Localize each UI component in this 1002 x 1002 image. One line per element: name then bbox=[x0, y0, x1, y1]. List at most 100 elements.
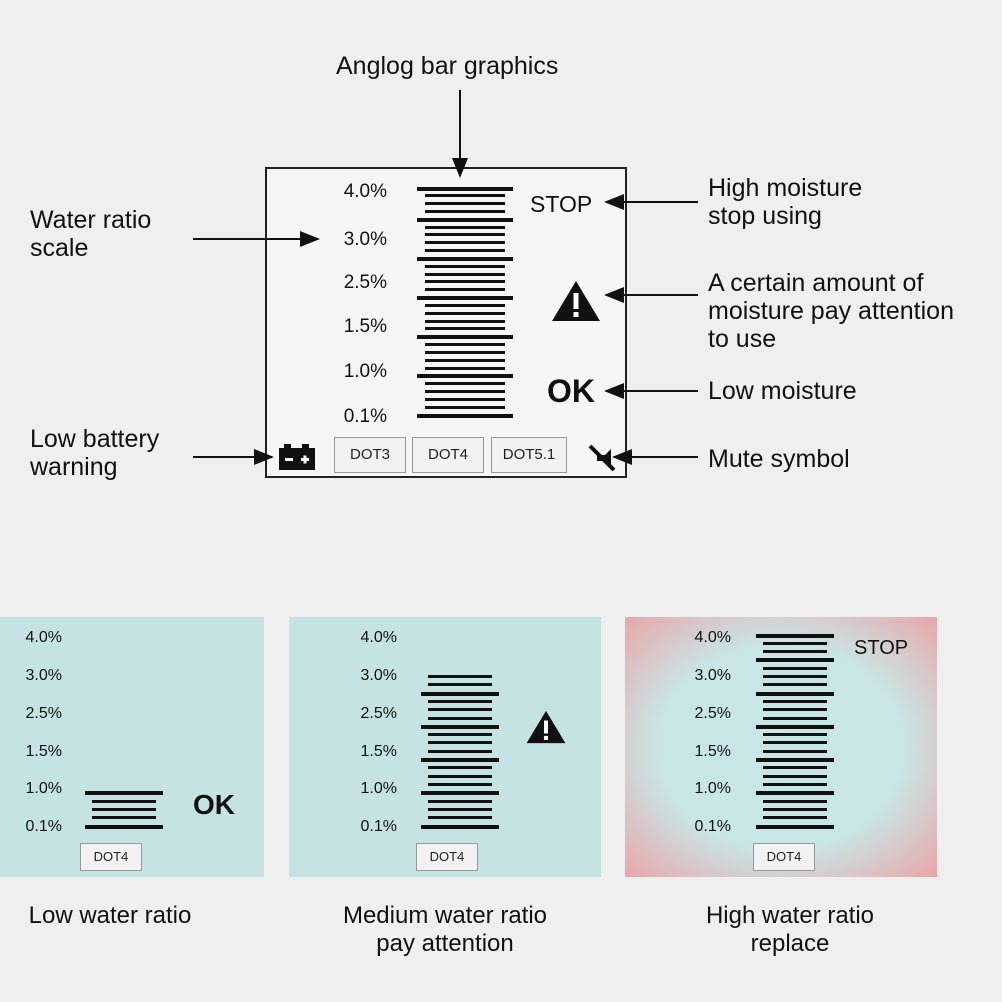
caption-low: Low water ratio bbox=[28, 902, 192, 929]
dot4-button[interactable]: DOT4 bbox=[416, 843, 478, 871]
level-bar bbox=[428, 799, 492, 803]
stop-text: STOP bbox=[530, 191, 593, 217]
dot3-button[interactable]: DOT3 bbox=[334, 437, 406, 473]
scale-tick: 2.5% bbox=[360, 705, 397, 722]
scale-tick: 3.0% bbox=[360, 667, 397, 684]
level-bar bbox=[425, 343, 505, 347]
mute-icon bbox=[588, 444, 616, 472]
level-bar bbox=[763, 666, 827, 670]
level-bar bbox=[417, 217, 513, 222]
scale-tick: 1.0% bbox=[25, 780, 62, 797]
level-bar bbox=[763, 650, 827, 654]
scale-tick: 1.5% bbox=[25, 743, 62, 760]
level-bar bbox=[417, 374, 513, 379]
scale-tick: 2.5% bbox=[694, 705, 731, 722]
scale-tick: 0.1% bbox=[360, 818, 397, 835]
level-bar bbox=[763, 733, 827, 737]
ok-text: OK bbox=[193, 789, 235, 820]
dot4-button[interactable]: DOT4 bbox=[412, 437, 484, 473]
level-bar bbox=[428, 774, 492, 778]
scale-tick: 4.0% bbox=[343, 181, 387, 202]
level-bar bbox=[92, 816, 156, 820]
label-attention: A certain amount of moisture pay attenti… bbox=[708, 269, 954, 353]
level-bar bbox=[763, 683, 827, 687]
level-bar bbox=[763, 741, 827, 745]
level-bar bbox=[756, 633, 834, 638]
level-bar bbox=[421, 724, 499, 729]
scale-tick: 0.1% bbox=[343, 406, 387, 427]
level-bar bbox=[425, 194, 505, 198]
level-bar bbox=[425, 350, 505, 354]
level-bar bbox=[425, 233, 505, 237]
warning-triangle-icon bbox=[552, 281, 600, 321]
dot5-1-button[interactable]: DOT5.1 bbox=[491, 437, 567, 473]
battery-icon bbox=[279, 444, 315, 470]
level-bar bbox=[763, 782, 827, 786]
level-bar bbox=[763, 699, 827, 703]
scale-tick: 1.5% bbox=[343, 316, 387, 337]
level-bar bbox=[425, 288, 505, 292]
label-high-moisture: High moisture stop using bbox=[708, 174, 863, 230]
level-bar bbox=[763, 641, 827, 645]
level-bar bbox=[425, 202, 505, 206]
stop-text: STOP bbox=[854, 637, 909, 659]
level-bar bbox=[756, 824, 834, 829]
label-low-battery: Low battery warning bbox=[30, 425, 160, 481]
level-bar bbox=[92, 807, 156, 811]
level-bar bbox=[756, 791, 834, 796]
label-mute: Mute symbol bbox=[708, 445, 850, 473]
level-bar bbox=[425, 366, 505, 370]
level-bar bbox=[428, 741, 492, 745]
panel-high: STOP DOT4 4.0%3.0%2.5%1.5%1.0%0.1% bbox=[625, 617, 937, 877]
level-bar bbox=[417, 256, 513, 261]
level-bar bbox=[425, 272, 505, 276]
level-bar bbox=[425, 358, 505, 362]
level-bar bbox=[425, 397, 505, 401]
level-bar bbox=[428, 699, 492, 703]
level-bar bbox=[425, 405, 505, 409]
level-bar bbox=[425, 249, 505, 253]
dot4-button[interactable]: DOT4 bbox=[753, 843, 815, 871]
scale-tick: 3.0% bbox=[694, 667, 731, 684]
level-bar bbox=[763, 766, 827, 770]
level-bar bbox=[417, 186, 513, 191]
scale-tick: 3.0% bbox=[25, 667, 62, 684]
level-bar bbox=[425, 225, 505, 229]
scale-tick: 2.5% bbox=[25, 705, 62, 722]
level-bar bbox=[763, 675, 827, 679]
scale-tick: 0.1% bbox=[25, 818, 62, 835]
level-bar bbox=[425, 241, 505, 245]
scale-tick: 4.0% bbox=[25, 629, 62, 646]
level-bar bbox=[763, 799, 827, 803]
level-bar bbox=[763, 749, 827, 753]
level-bar bbox=[763, 807, 827, 811]
level-bar bbox=[425, 209, 505, 213]
level-bar bbox=[428, 807, 492, 811]
scale-tick: 1.0% bbox=[343, 361, 387, 382]
ok-text: OK bbox=[547, 373, 595, 409]
level-bar bbox=[428, 733, 492, 737]
level-bar bbox=[428, 675, 492, 679]
scale-tick: 4.0% bbox=[694, 629, 731, 646]
scale-tick: 4.0% bbox=[360, 629, 397, 646]
level-bar bbox=[756, 758, 834, 763]
level-bar bbox=[428, 766, 492, 770]
panel-medium: DOT4 4.0% 3.0% 2.5% 1.5% 1.0% 0.1% bbox=[289, 617, 601, 877]
scale-tick: 1.5% bbox=[694, 743, 731, 760]
level-bar bbox=[417, 413, 513, 418]
dot4-button[interactable]: DOT4 bbox=[80, 843, 142, 871]
level-bar bbox=[428, 749, 492, 753]
level-bar bbox=[425, 303, 505, 307]
level-bar bbox=[428, 816, 492, 820]
scale-tick: 1.0% bbox=[360, 780, 397, 797]
label-water-scale: Water ratio scale bbox=[30, 206, 152, 262]
level-bar bbox=[92, 799, 156, 803]
level-bar bbox=[417, 296, 513, 301]
level-bar bbox=[425, 390, 505, 394]
level-bar bbox=[428, 716, 492, 720]
level-bar bbox=[417, 335, 513, 340]
level-bar bbox=[428, 708, 492, 712]
level-bar bbox=[425, 280, 505, 284]
level-bar bbox=[425, 264, 505, 268]
scale-tick: 1.5% bbox=[360, 743, 397, 760]
